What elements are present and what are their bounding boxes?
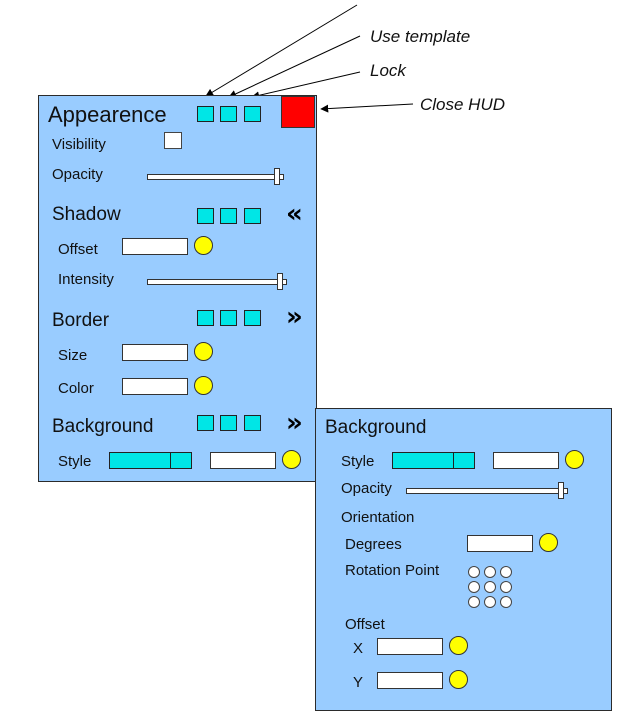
detail-panel-title: Background: [325, 417, 427, 438]
detail-opacity-slider-thumb[interactable]: [558, 482, 564, 499]
visibility-checkbox[interactable]: [164, 132, 182, 149]
use-template-button[interactable]: [220, 106, 237, 122]
shadow-intensity-slider-thumb[interactable]: [277, 273, 283, 290]
degrees-picker[interactable]: [539, 533, 558, 552]
background-style-label: Style: [58, 453, 92, 470]
border-size-label: Size: [58, 347, 88, 364]
shadow-offset-picker[interactable]: [194, 236, 213, 255]
background-style-selector[interactable]: [109, 452, 192, 469]
detail-style-field[interactable]: [493, 452, 559, 469]
annotation-close-hud: Close HUD: [420, 95, 506, 114]
shadow-offset-label: Offset: [58, 241, 98, 258]
rotation-point-middle-right[interactable]: [500, 581, 512, 593]
rotation-point-bottom-right[interactable]: [500, 596, 512, 608]
rotation-point-top-left[interactable]: [468, 566, 480, 578]
detail-style-selector-divider: [453, 453, 454, 468]
shadow-intensity-label: Intensity: [58, 271, 114, 288]
detail-opacity-slider[interactable]: [406, 488, 568, 494]
background-title: Background: [52, 416, 154, 437]
header-button-1[interactable]: [197, 106, 214, 122]
rotation-point-label: Rotation Point: [345, 562, 440, 579]
rotation-point-top-center[interactable]: [484, 566, 496, 578]
shadow-button-1[interactable]: [197, 208, 214, 224]
rotation-point-bottom-center[interactable]: [484, 596, 496, 608]
background-button-1[interactable]: [197, 415, 214, 431]
offset-y-picker[interactable]: [449, 670, 468, 689]
border-button-2[interactable]: [220, 310, 237, 326]
annotation-use-template: Use template: [370, 27, 471, 46]
border-title: Border: [52, 310, 110, 331]
rotation-point-center[interactable]: [484, 581, 496, 593]
background-style-field[interactable]: [210, 452, 276, 469]
detail-opacity-label: Opacity: [341, 480, 392, 497]
border-button-3[interactable]: [244, 310, 261, 326]
border-color-label: Color: [58, 380, 94, 397]
annotation-lock: Lock: [370, 61, 406, 80]
shadow-intensity-slider[interactable]: [147, 279, 287, 285]
background-button-3[interactable]: [244, 415, 261, 431]
background-detail-panel: Background Style Opacity Orientation Deg…: [315, 408, 612, 711]
arrow-close-hud: [320, 103, 414, 113]
appearance-hud-panel: Appearence Visibility Opacity Shadow « O…: [38, 95, 317, 482]
border-color-picker[interactable]: [194, 376, 213, 395]
border-expand-chevron-icon[interactable]: »: [286, 302, 303, 332]
arrow-use-template: [228, 35, 361, 98]
detail-style-picker[interactable]: [565, 450, 584, 469]
border-size-field[interactable]: [122, 344, 188, 361]
offset-y-field[interactable]: [377, 672, 443, 689]
rotation-point-grid[interactable]: [468, 566, 512, 610]
close-hud-button[interactable]: [281, 96, 315, 128]
border-size-picker[interactable]: [194, 342, 213, 361]
lock-button[interactable]: [244, 106, 261, 122]
shadow-button-2[interactable]: [220, 208, 237, 224]
detail-offset-label: Offset: [345, 616, 385, 633]
detail-style-label: Style: [341, 453, 375, 470]
background-button-2[interactable]: [220, 415, 237, 431]
degrees-label: Degrees: [345, 536, 402, 553]
border-color-field[interactable]: [122, 378, 188, 395]
rotation-point-top-right[interactable]: [500, 566, 512, 578]
shadow-collapse-chevron-icon[interactable]: «: [286, 199, 303, 229]
shadow-button-3[interactable]: [244, 208, 261, 224]
orientation-label: Orientation: [341, 509, 415, 526]
background-style-picker[interactable]: [282, 450, 301, 469]
shadow-title: Shadow: [52, 204, 121, 225]
rotation-point-bottom-left[interactable]: [468, 596, 480, 608]
offset-x-picker[interactable]: [449, 636, 468, 655]
offset-x-field[interactable]: [377, 638, 443, 655]
opacity-label: Opacity: [52, 166, 103, 183]
panel-title: Appearence: [48, 102, 167, 127]
border-button-1[interactable]: [197, 310, 214, 326]
visibility-label: Visibility: [52, 136, 106, 153]
offset-y-label: Y: [353, 674, 364, 691]
rotation-point-middle-left[interactable]: [468, 581, 480, 593]
offset-x-label: X: [353, 640, 364, 657]
opacity-slider[interactable]: [147, 174, 284, 180]
detail-style-selector[interactable]: [392, 452, 475, 469]
degrees-field[interactable]: [467, 535, 533, 552]
background-expand-chevron-icon[interactable]: »: [286, 408, 303, 438]
opacity-slider-thumb[interactable]: [274, 168, 280, 185]
arrow-lock: [251, 71, 361, 100]
shadow-offset-field[interactable]: [122, 238, 188, 255]
arrow-to-first-button: [205, 4, 358, 97]
style-selector-divider: [170, 453, 171, 468]
